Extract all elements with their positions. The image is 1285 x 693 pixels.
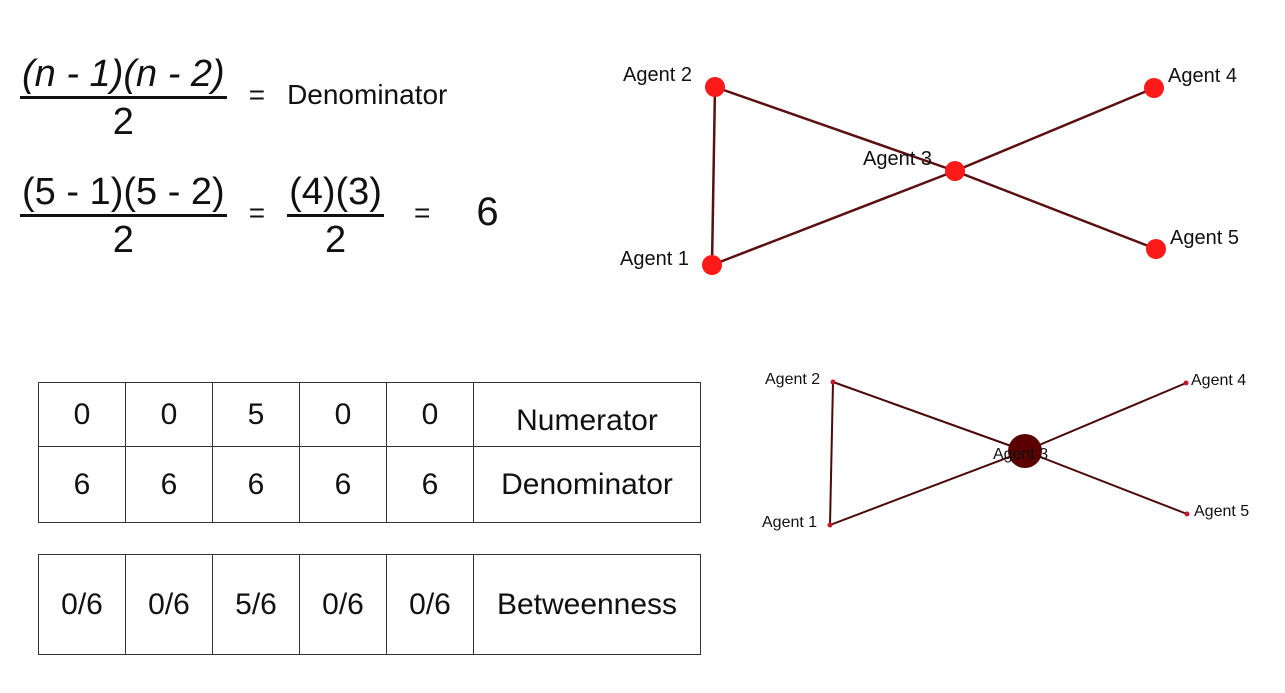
- graph-node: [1008, 434, 1042, 468]
- table-cell: 0/6: [38, 554, 126, 655]
- graph-node-label: Agent 4: [1168, 65, 1237, 87]
- equals-sign: =: [248, 78, 266, 110]
- graph-node: [1146, 239, 1166, 259]
- graph-node: [1144, 78, 1164, 98]
- formula-fraction: (n - 1)(n - 2) 2: [20, 52, 227, 145]
- equals-sign: =: [413, 196, 431, 228]
- row-label: Numerator: [473, 382, 701, 447]
- formula-fraction: (4)(3) 2: [287, 170, 384, 263]
- graph-node-label: Agent 5: [1194, 503, 1249, 520]
- table-cell: 0/6: [299, 554, 387, 655]
- graph-node-label: Agent 5: [1170, 227, 1239, 249]
- formula-line-1: (n - 1)(n - 2) 2 = Denominator: [20, 52, 447, 145]
- graph-node: [702, 255, 722, 275]
- graph-edge: [954, 86, 1155, 173]
- formula-fraction: (5 - 1)(5 - 2) 2: [20, 170, 227, 263]
- table-cell: 0/6: [125, 554, 213, 655]
- graph-edge: [1024, 450, 1188, 515]
- formula-denominator: 2: [112, 219, 134, 261]
- graph-node-label: Agent 2: [765, 371, 820, 388]
- graph-node: [945, 161, 965, 181]
- graph-node: [1183, 380, 1189, 386]
- graph-edge: [711, 169, 956, 267]
- network-graph-bottom: Agent 1 Agent 2 Agent 3 Agent 4 Agent 5: [762, 371, 1249, 531]
- row-label: Betweenness: [473, 554, 701, 655]
- equals-sign: =: [248, 196, 266, 228]
- formula-numerator: (4)(3): [287, 170, 384, 217]
- table-cell: 0: [38, 382, 126, 447]
- numerator-denominator-table: 0 0 5 0 0 Numerator 6 6 6 6 6 Denominato…: [38, 382, 701, 523]
- table-cell: 5/6: [212, 554, 300, 655]
- table-cell: 5: [212, 382, 300, 447]
- formula-denominator: 2: [324, 219, 347, 261]
- graph-node: [827, 522, 833, 528]
- graph-edge: [714, 85, 956, 173]
- formula-result: Denominator: [287, 78, 448, 110]
- table-row: 0/6 0/6 5/6 0/6 0/6 Betweenness: [38, 554, 701, 655]
- graph-edge: [1024, 382, 1187, 452]
- formula-result: 6: [476, 190, 499, 234]
- graph-node-label: Agent 3: [993, 446, 1048, 463]
- table-row: 6 6 6 6 6 Denominator: [38, 446, 701, 523]
- graph-node: [705, 77, 725, 97]
- graph-edge: [829, 450, 1026, 526]
- formula-line-2: (5 - 1)(5 - 2) 2 = (4)(3) 2 = 6: [20, 170, 499, 263]
- graph-node-label: Agent 1: [620, 248, 689, 270]
- network-graph-top: Agent 1 Agent 2 Agent 3 Agent 4 Agent 5: [620, 64, 1239, 275]
- table-cell: 0: [125, 382, 213, 447]
- graph-node-label: Agent 3: [863, 148, 932, 170]
- graph-edge: [829, 381, 834, 526]
- betweenness-table: 0/6 0/6 5/6 0/6 0/6 Betweenness: [38, 554, 701, 655]
- row-label: Denominator: [473, 446, 701, 523]
- formula-numerator: (n - 1)(n - 2): [20, 52, 227, 99]
- graph-node-label: Agent 2: [623, 64, 692, 86]
- graph-edge: [954, 169, 1157, 251]
- graph-edge: [832, 381, 1026, 452]
- graph-node: [1184, 511, 1190, 517]
- formula-denominator: 2: [112, 101, 134, 143]
- graph-node: [830, 379, 836, 385]
- formula-numerator: (5 - 1)(5 - 2): [20, 170, 227, 217]
- table-cell: 6: [386, 446, 474, 523]
- graph-node-label: Agent 1: [762, 514, 817, 531]
- graph-edge: [710, 86, 717, 266]
- table-cell: 6: [299, 446, 387, 523]
- table-cell: 6: [125, 446, 213, 523]
- table-cell: 6: [38, 446, 126, 523]
- table-cell: 0: [299, 382, 387, 447]
- graph-node-label: Agent 4: [1191, 372, 1246, 389]
- table-row: 0 0 5 0 0 Numerator: [38, 382, 701, 447]
